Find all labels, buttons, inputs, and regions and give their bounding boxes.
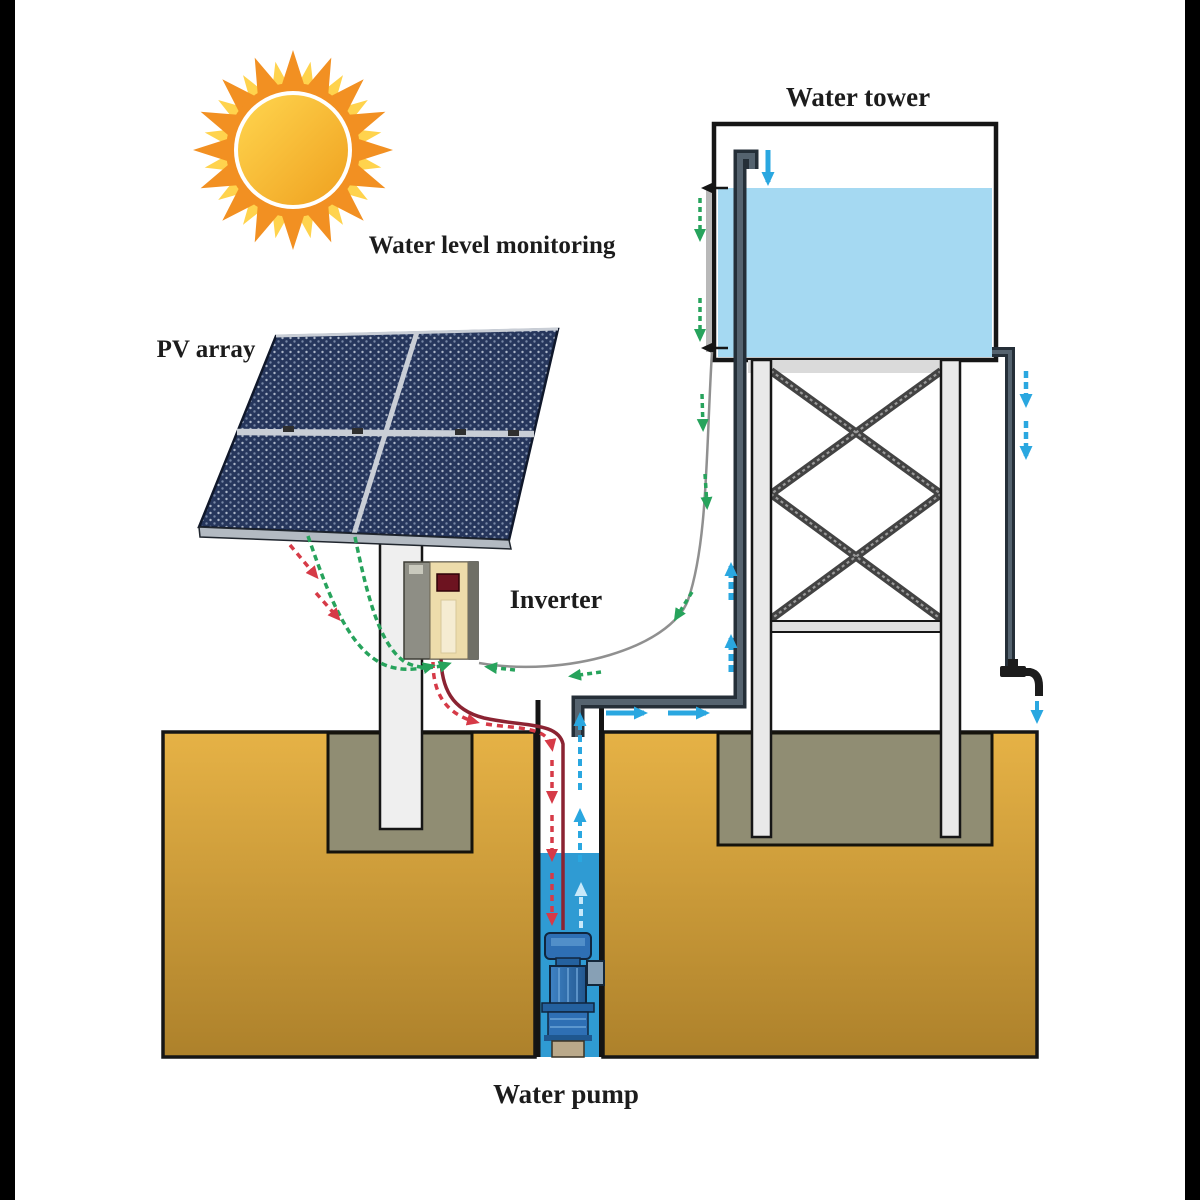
pump-outlet <box>586 960 605 986</box>
panel-clamps <box>283 426 519 436</box>
tank-underside <box>748 360 941 373</box>
outlet-pipe <box>992 347 1044 724</box>
inverter-display <box>436 573 460 592</box>
pv-array-label: PV array <box>157 336 256 363</box>
pv-array-panel <box>197 327 560 550</box>
tank-water <box>718 188 992 357</box>
pipe-flow-arrows <box>606 562 738 720</box>
inverter-label: Inverter <box>510 585 602 614</box>
well-flow-arrows <box>573 712 588 928</box>
water-pump-unit <box>541 932 605 1058</box>
signal-flow-arrows <box>484 198 713 681</box>
pv-cables <box>288 535 452 675</box>
pv-power-arrow-1 <box>288 543 319 580</box>
power-flow-arrows <box>431 661 558 926</box>
letterbox-left <box>0 0 15 1200</box>
pump-casing <box>551 1040 585 1058</box>
water-level-monitoring-label: Water level monitoring <box>369 232 616 259</box>
pv-power-arrow-2 <box>314 591 341 622</box>
pv-mount-pole <box>378 495 424 831</box>
letterbox-right <box>1185 0 1200 1200</box>
pv-cable-green-1 <box>306 535 436 675</box>
tower-truss <box>750 358 962 839</box>
sun-icon <box>187 44 399 256</box>
water-tank <box>711 121 999 373</box>
panel-frame-vertical <box>351 331 420 535</box>
truss-brace-texture <box>770 370 942 620</box>
power-cable <box>439 655 565 930</box>
monitoring-cable <box>478 351 714 669</box>
water-tower-label: Water tower <box>786 82 930 112</box>
tower-leg-left <box>750 358 773 839</box>
truss-horizontal-member <box>770 620 942 633</box>
water-pump-label: Water pump <box>493 1079 639 1109</box>
tower-leg-right <box>939 358 962 839</box>
faucet-icon <box>1000 659 1043 696</box>
riser-pipe <box>571 149 759 737</box>
pv-cable-green-2 <box>353 536 452 673</box>
water-level-sensor <box>701 182 728 354</box>
pump-base <box>547 1011 589 1037</box>
inverter-unit <box>403 561 479 660</box>
